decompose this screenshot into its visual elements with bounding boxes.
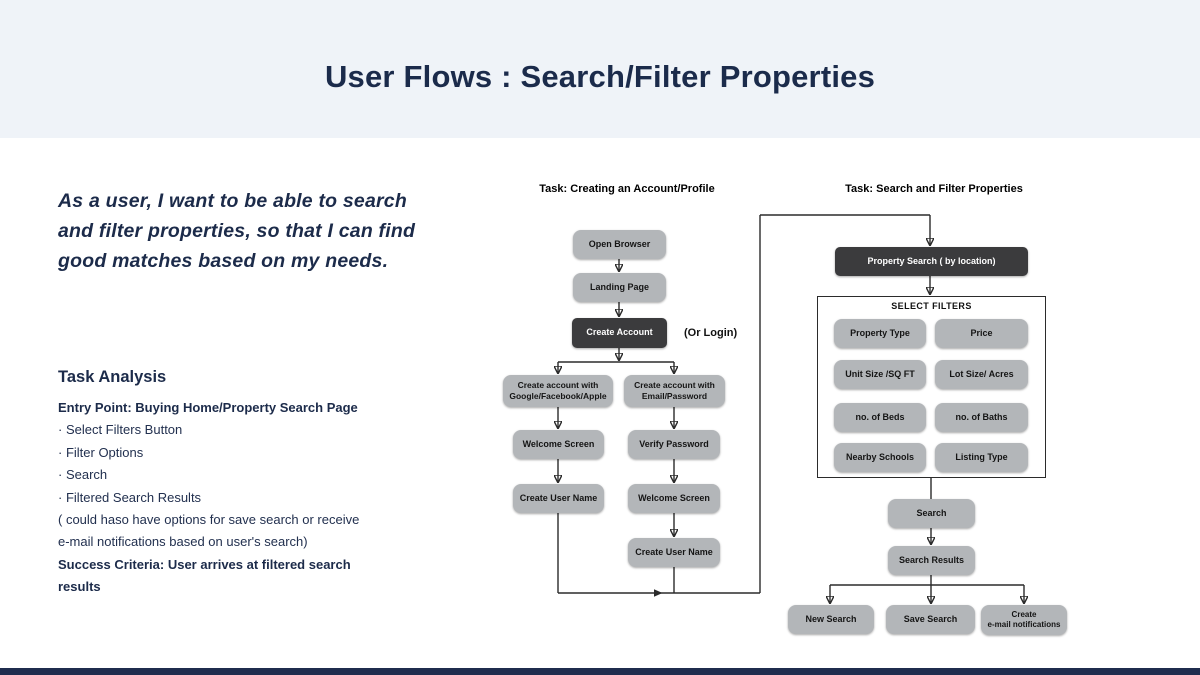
node-create-account: Create Account: [572, 318, 667, 348]
footer-bar: [0, 668, 1200, 675]
bullet-search: · Search: [58, 467, 108, 483]
node-create-account-email: Create account with Email/Password: [624, 375, 725, 407]
header-band: [0, 0, 1200, 138]
node-create-email-notifications: Create e-mail notifications: [981, 605, 1067, 635]
node-create-user-name-right: Create User Name: [628, 538, 720, 567]
success-criteria-line-2: results: [58, 579, 101, 595]
or-login-label: (Or Login): [684, 327, 738, 339]
node-create-account-social: Create account with Google/Facebook/Appl…: [503, 375, 613, 407]
flow-search-title: Task: Search and Filter Properties: [845, 183, 1023, 195]
node-create-user-name-left: Create User Name: [513, 484, 604, 513]
filter-node-baths: no. of Baths: [935, 403, 1028, 432]
filter-node-property-type: Property Type: [834, 319, 926, 348]
filter-node-listing-type: Listing Type: [935, 443, 1028, 472]
note-line-1: ( could haso have options for save searc…: [58, 512, 360, 528]
node-verify-password: Verify Password: [628, 430, 720, 459]
filter-node-price: Price: [935, 319, 1028, 348]
filter-node-nearby-schools: Nearby Schools: [834, 443, 926, 472]
task-analysis-heading: Task Analysis: [58, 368, 167, 386]
bullet-select-filters: · Select Filters Button: [58, 422, 183, 438]
node-save-search: Save Search: [886, 605, 975, 634]
flow-account-title: Task: Creating an Account/Profile: [539, 183, 715, 195]
filter-node-unit-size: Unit Size /SQ FT: [834, 360, 926, 389]
success-criteria-line-1: Success Criteria: User arrives at filter…: [58, 556, 351, 572]
node-property-search: Property Search ( by location): [835, 247, 1028, 276]
page-title: User Flows : Search/Filter Properties: [324, 59, 876, 94]
node-search-results: Search Results: [888, 546, 975, 575]
filter-node-beds: no. of Beds: [834, 403, 926, 432]
select-filters-heading: SELECT FILTERS: [891, 301, 972, 311]
bullet-filter-options: · Filter Options: [58, 444, 144, 460]
node-search: Search: [888, 499, 975, 528]
filter-node-lot-size: Lot Size/ Acres: [935, 360, 1028, 389]
bullet-filtered-results: · Filtered Search Results: [58, 489, 202, 505]
task-analysis: Task Analysis Entry Point: Buying Home/P…: [58, 368, 478, 599]
user-story: As a user, I want to be able to search a…: [58, 190, 416, 272]
node-welcome-screen-left: Welcome Screen: [513, 430, 604, 459]
entry-point: Entry Point: Buying Home/Property Search…: [58, 400, 358, 415]
node-landing-page: Landing Page: [573, 273, 666, 302]
node-new-search: New Search: [788, 605, 874, 634]
node-welcome-screen-right: Welcome Screen: [628, 484, 720, 513]
node-open-browser: Open Browser: [573, 230, 666, 259]
note-line-2: e-mail notifications based on user's sea…: [58, 534, 308, 550]
